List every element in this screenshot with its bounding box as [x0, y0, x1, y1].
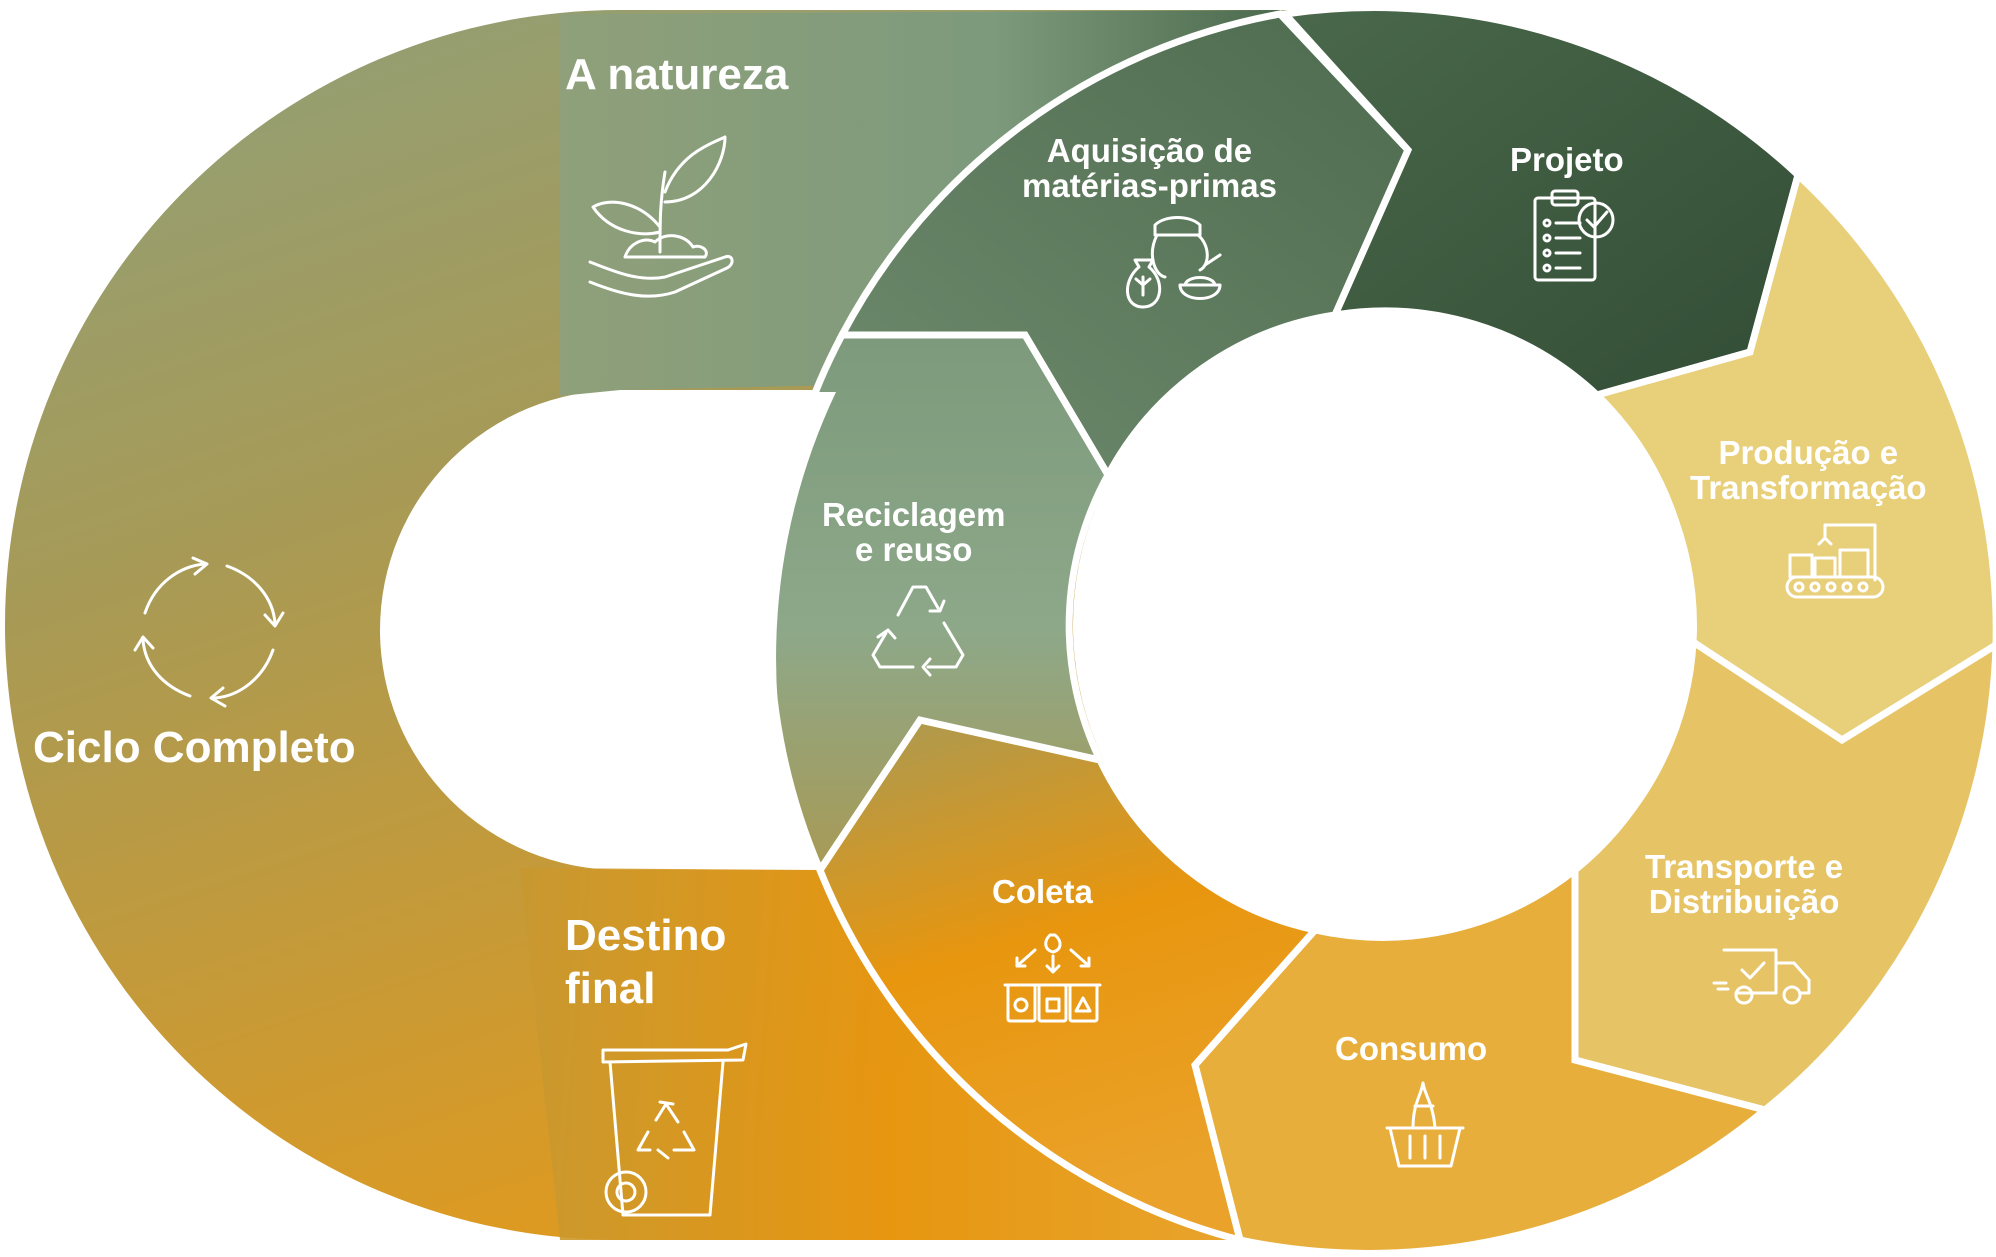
label-aquisicao-line2: matérias-primas: [1022, 166, 1277, 204]
label-a-natureza: A natureza: [565, 50, 789, 99]
center-hole: [1073, 313, 1697, 937]
label-coleta: Coleta: [992, 873, 1093, 910]
label-projeto: Projeto: [1510, 141, 1624, 178]
recycle-icon: [868, 575, 968, 677]
label-ciclo-completo: Ciclo Completo: [33, 723, 356, 772]
label-reciclagem-line2: e reuso: [855, 530, 973, 568]
shopping-basket-icon: [1385, 1078, 1465, 1170]
segment-aquisicao: [836, 10, 1413, 483]
label-producao-line1: Produção e: [1718, 434, 1899, 471]
label-destino-line1: Destino: [565, 911, 727, 960]
label-consumo: Consumo: [1335, 1030, 1488, 1067]
raw-materials-icon: [1125, 215, 1225, 310]
segment-projeto: [1277, 4, 1802, 399]
label-producao: Produção e Transformação: [1690, 434, 1927, 506]
label-destino-line2: final: [565, 963, 656, 1013]
label-aquisicao: Aquisição de matérias-primas: [1022, 132, 1277, 204]
label-transporte-line1: Transporte e: [1645, 848, 1844, 885]
label-transporte-line2: Distribuição: [1648, 882, 1840, 920]
delivery-truck-icon: [1712, 945, 1812, 1007]
label-reciclagem: Reciclagem e reuso: [822, 496, 1006, 568]
left-hole: [383, 392, 836, 866]
segment-coleta: [816, 716, 1322, 1245]
label-destino-final: Destino final: [565, 910, 726, 1016]
trash-bin-recycle-icon: [598, 1040, 748, 1220]
plant-hand-icon: [585, 132, 735, 302]
conveyor-factory-icon: [1785, 520, 1885, 605]
cycle-arrows-icon: [133, 556, 285, 708]
checklist-icon: [1530, 188, 1618, 283]
label-transporte: Transporte e Distribuição: [1645, 848, 1844, 920]
label-reciclagem-line1: Reciclagem: [822, 496, 1006, 533]
label-aquisicao-line1: Aquisição de: [1046, 132, 1253, 169]
label-producao-line2: Transformação: [1690, 468, 1927, 506]
sorting-bins-icon: [1003, 930, 1102, 1025]
